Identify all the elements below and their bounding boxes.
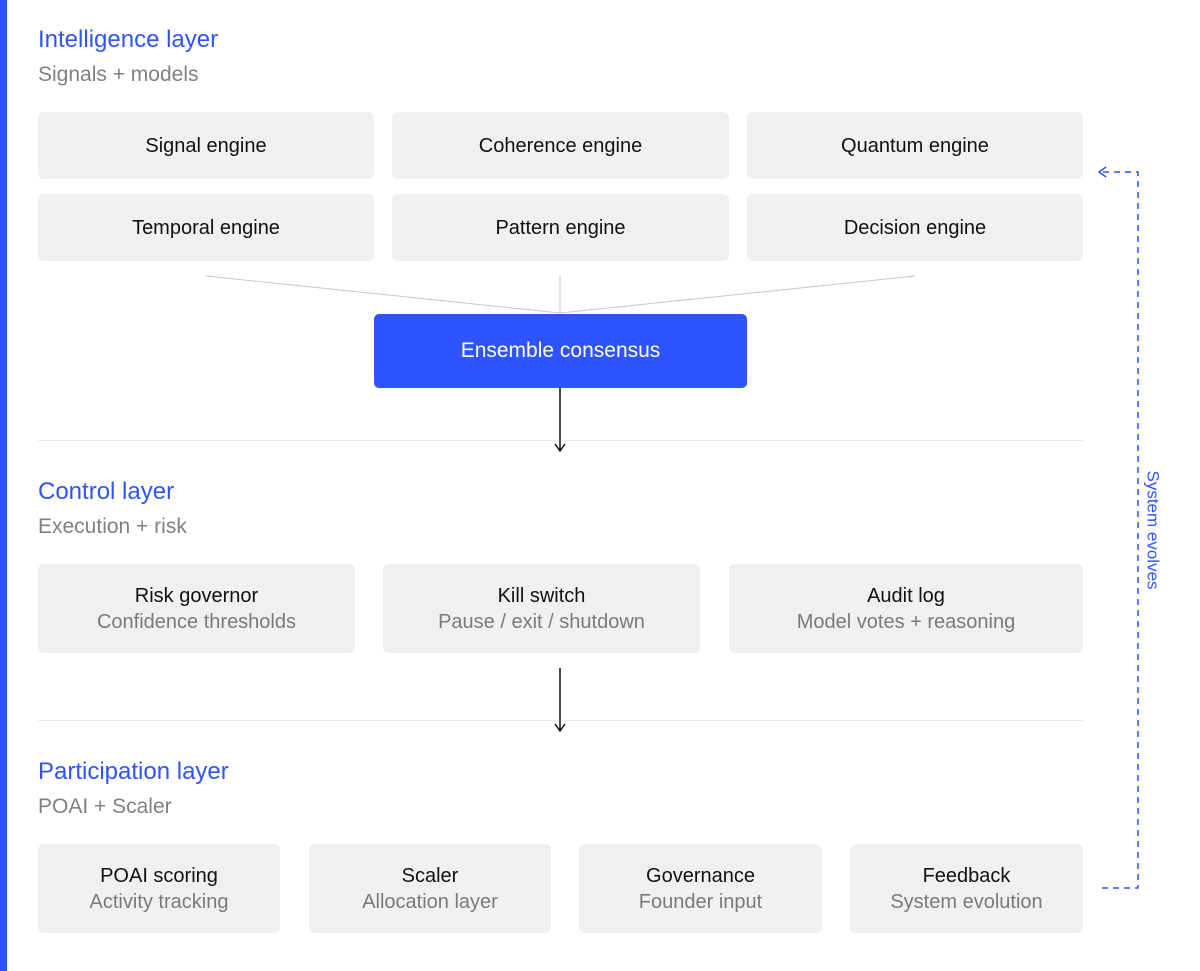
ensemble-consensus-box: Ensemble consensus	[374, 314, 747, 388]
audit-log-label: Audit log	[867, 584, 945, 607]
decision-engine-box: Decision engine	[747, 194, 1083, 261]
control-layer-title: Control layer	[38, 478, 175, 505]
pattern-engine-box: Pattern engine	[392, 194, 729, 261]
audit-log-sub: Model votes + reasoning	[796, 610, 1016, 633]
coherence-engine-label: Coherence engine	[478, 134, 643, 157]
arrow-consensus-to-control	[554, 388, 566, 453]
coherence-engine-box: Coherence engine	[392, 112, 729, 179]
line-decision-to-consensus	[559, 275, 916, 314]
line-temporal-to-consensus	[205, 275, 561, 314]
risk-governor-box: Risk governor Confidence thresholds	[38, 564, 355, 653]
poai-scoring-box: POAI scoring Activity tracking	[38, 844, 280, 933]
pattern-engine-label: Pattern engine	[495, 216, 626, 239]
quantum-engine-label: Quantum engine	[841, 134, 989, 157]
temporal-engine-box: Temporal engine	[38, 194, 374, 261]
left-accent-bar	[0, 0, 7, 971]
temporal-engine-label: Temporal engine	[132, 216, 280, 239]
signal-engine-box: Signal engine	[38, 112, 374, 179]
quantum-engine-box: Quantum engine	[747, 112, 1083, 179]
kill-switch-box: Kill switch Pause / exit / shutdown	[383, 564, 700, 653]
participation-layer-title: Participation layer	[38, 758, 229, 785]
participation-layer-subtitle: POAI + Scaler	[38, 795, 172, 818]
audit-log-box: Audit log Model votes + reasoning	[729, 564, 1083, 653]
divider-control-participation	[38, 720, 1083, 721]
arrow-control-to-participation	[554, 668, 566, 733]
intelligence-layer-subtitle: Signals + models	[38, 63, 199, 86]
scaler-box: Scaler Allocation layer	[309, 844, 551, 933]
system-evolves-label: System evolves	[1143, 470, 1163, 590]
ensemble-consensus-label: Ensemble consensus	[460, 339, 661, 362]
risk-governor-label: Risk governor	[134, 584, 259, 607]
decision-engine-label: Decision engine	[843, 216, 987, 239]
scaler-label: Scaler	[401, 864, 459, 887]
kill-switch-label: Kill switch	[497, 584, 586, 607]
signal-engine-label: Signal engine	[145, 134, 267, 157]
feedback-loop-arrowhead	[1097, 166, 1107, 178]
divider-intelligence-control	[38, 440, 1083, 441]
feedback-box: Feedback System evolution	[850, 844, 1083, 933]
kill-switch-sub: Pause / exit / shutdown	[438, 610, 645, 633]
governance-box: Governance Founder input	[579, 844, 822, 933]
feedback-loop-path	[1099, 171, 1139, 889]
governance-label: Governance	[646, 864, 755, 887]
scaler-sub: Allocation layer	[362, 890, 498, 913]
poai-scoring-label: POAI scoring	[100, 864, 218, 887]
poai-scoring-sub: Activity tracking	[89, 890, 229, 913]
control-layer-subtitle: Execution + risk	[38, 515, 187, 538]
intelligence-layer-title: Intelligence layer	[38, 26, 219, 53]
feedback-sub: System evolution	[890, 890, 1043, 913]
feedback-label: Feedback	[922, 864, 1011, 887]
governance-sub: Founder input	[638, 890, 763, 913]
engine-convergence-lines	[205, 275, 916, 314]
risk-governor-sub: Confidence thresholds	[96, 610, 296, 633]
